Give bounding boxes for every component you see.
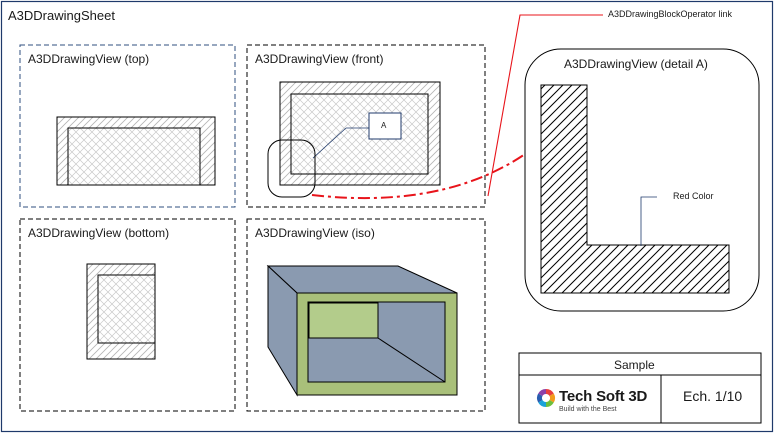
red-color-label: Red Color <box>673 191 714 201</box>
front-inner-rect <box>290 93 429 175</box>
view-title-top: A3DDrawingView (top) <box>28 52 150 66</box>
title-block-scale: Ech. 1/10 <box>683 388 743 404</box>
logo-name: Tech Soft 3D <box>559 388 648 405</box>
detail-marker-label: A <box>381 121 387 130</box>
iso-cavity-edge <box>377 337 446 383</box>
detail-region-outline <box>267 139 316 198</box>
iso-inner-panel <box>308 302 379 339</box>
detail-marker-box <box>368 112 402 140</box>
tech-soft-3d-logo-icon <box>536 389 556 407</box>
view-title-front: A3DDrawingView (front) <box>255 52 384 66</box>
view-title-iso: A3DDrawingView (iso) <box>255 226 375 240</box>
block-operator-link-dashdot <box>311 151 529 200</box>
detail-l-profile <box>540 84 730 294</box>
block-operator-link-line <box>487 14 603 197</box>
detail-leader-line <box>312 127 347 159</box>
view-title-bottom: A3DDrawingView (bottom) <box>28 226 170 240</box>
view-frame-iso <box>246 218 486 412</box>
title-block <box>518 352 762 424</box>
red-color-leader <box>640 196 657 246</box>
logo-tagline: Build with the Best <box>559 406 617 413</box>
bottom-inner-rect <box>97 274 156 344</box>
view-frame-bottom <box>19 218 236 412</box>
sheet-title: A3DDrawingSheet <box>8 8 115 23</box>
view-title-detail: A3DDrawingView (detail A) <box>564 57 708 71</box>
view-frame-top <box>19 44 236 208</box>
block-operator-link-label: A3DDrawingBlockOperator link <box>608 9 733 19</box>
iso-top-face <box>266 265 458 294</box>
title-block-title: Sample <box>614 358 655 372</box>
top-inner-rect <box>67 127 201 186</box>
